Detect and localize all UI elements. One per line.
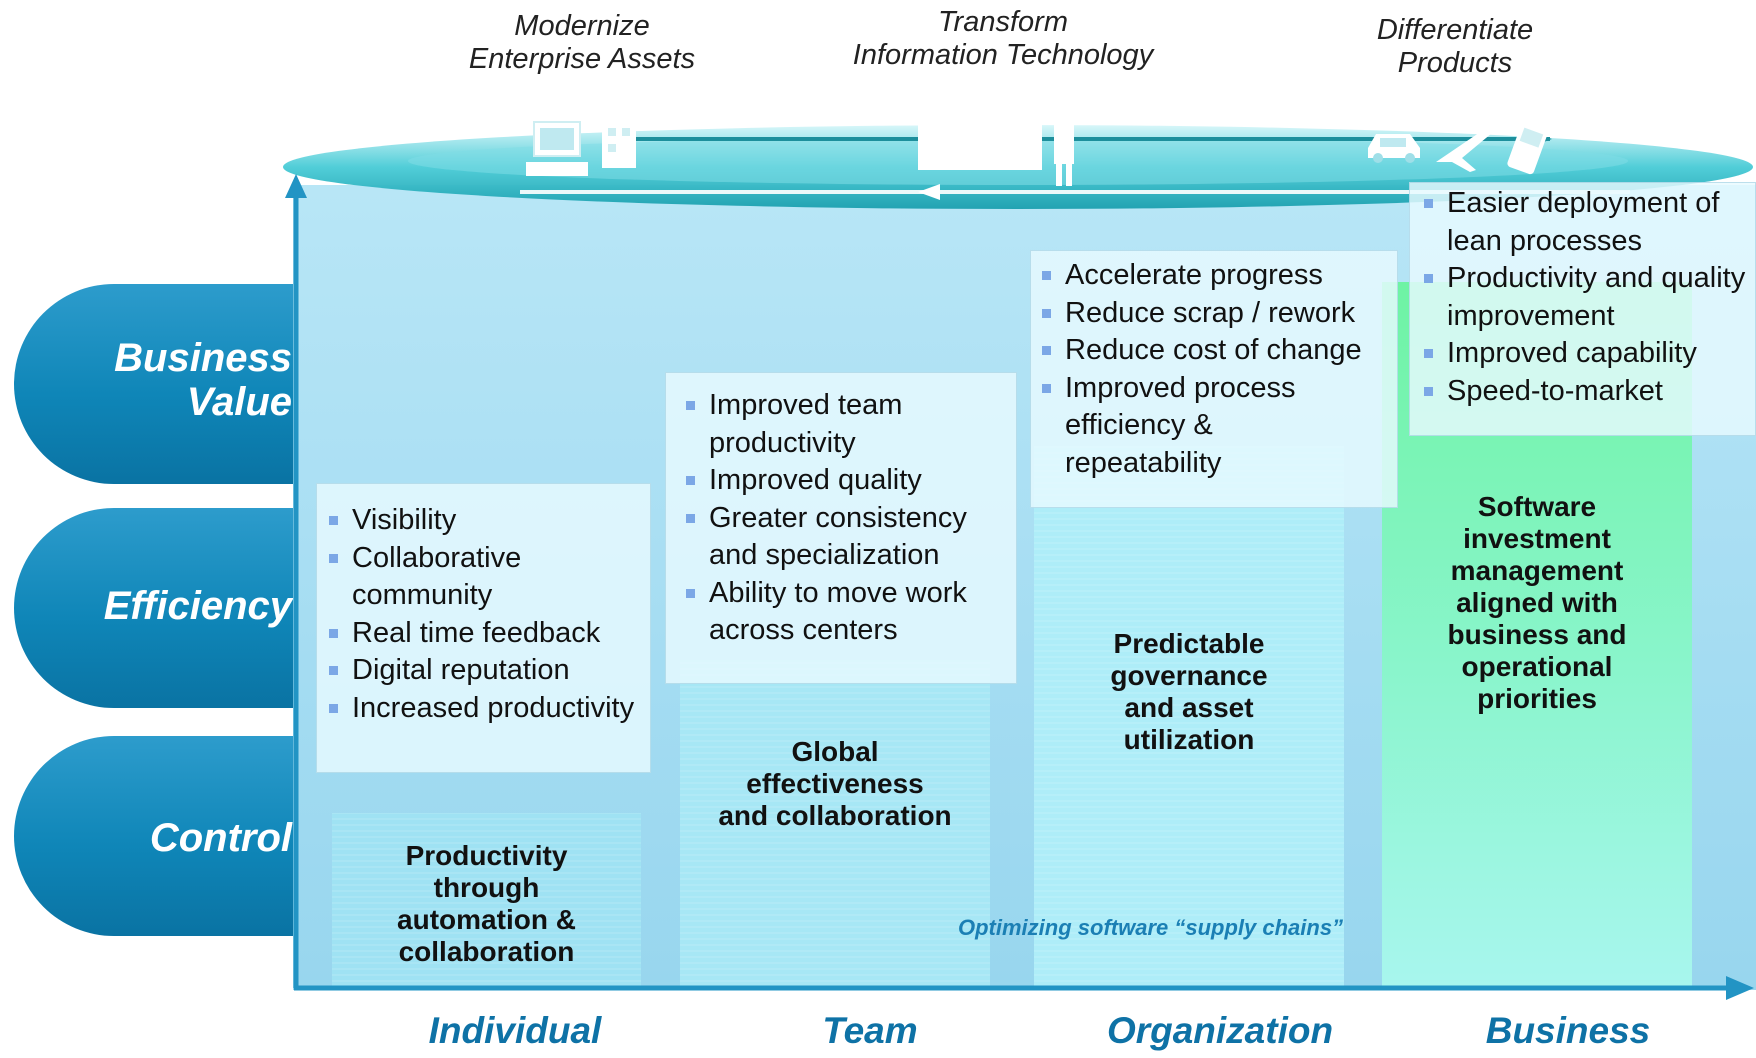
phone-icon [1507,119,1549,175]
bullet-item: Improved process efficiency & repeatabil… [1040,370,1345,483]
callout-team: Improved team productivity Improved qual… [665,372,1017,684]
x-axis-arrow [1726,976,1754,1000]
callout-organization: Accelerate progress Reduce scrap / rewor… [1030,250,1398,508]
column-business-title: Software investment management aligned w… [1447,491,1627,714]
label-differentiate: Differentiate Products [1376,14,1534,79]
supply-chain-note: Optimizing software “supply chains” [958,915,1344,940]
bullet-item: Improved team productivity [684,387,969,462]
bullet-item: Accelerate progress [1040,257,1397,295]
axis-label-organization: Organization [1106,1010,1334,1051]
callout-individual: Visibility Collaborative community Real … [316,483,651,773]
bullet-item: Productivity and quality improvement [1422,260,1756,335]
label-transform: Transform Information Technology [852,6,1154,71]
axis-label-individual: Individual [428,1010,602,1051]
column-team-title: Global effectiveness and collaboration [718,736,952,831]
axis-label-business: Business [1485,1010,1651,1051]
bullet-item: Easier deployment of lean processes [1422,185,1756,260]
callout-business: Easier deployment of lean processes Prod… [1409,182,1756,436]
bullet-item: Reduce cost of change [1040,332,1397,370]
bullet-item: Greater consistency and specialization [684,500,1009,575]
level-control-pill: Control [14,736,314,936]
airplane-icon [1436,124,1498,172]
bullet-item: Improved quality [684,462,1016,500]
column-individual-title: Productivity through automation & collab… [397,840,576,967]
axis-label-team: Team [822,1010,918,1051]
bullet-item: Speed-to-market [1422,373,1755,411]
bullet-item: Collaborative community [327,540,582,615]
y-axis-arrow [285,174,307,198]
bullet-item: Ability to move work across centers [684,575,1009,650]
axes [285,174,1754,1000]
car-icon [1368,134,1420,163]
column-organization [1034,446,1344,988]
bullet-item: Real time feedback [327,615,650,653]
level-efficiency-label: Efficiency [103,584,292,628]
level-business-value-label: Business Value [114,336,292,424]
building-icon [602,120,636,168]
computer-icon [526,121,588,176]
bullet-item: Reduce scrap / rework [1040,295,1397,333]
level-business-value-pill: Business Value [14,284,314,484]
bullet-item: Improved capability [1422,335,1755,373]
bullet-item: Visibility [327,502,650,540]
person-icon [918,100,1074,186]
label-modernize: Modernize Enterprise Assets [468,10,696,75]
bullet-item: Increased productivity [327,690,650,728]
column-individual [332,813,641,988]
column-team [680,660,990,988]
level-control-label: Control [149,816,292,860]
level-efficiency-pill: Efficiency [14,508,314,708]
bullet-item: Digital reputation [327,652,650,690]
column-organization-title: Predictable governance and asset utiliza… [1110,628,1268,755]
